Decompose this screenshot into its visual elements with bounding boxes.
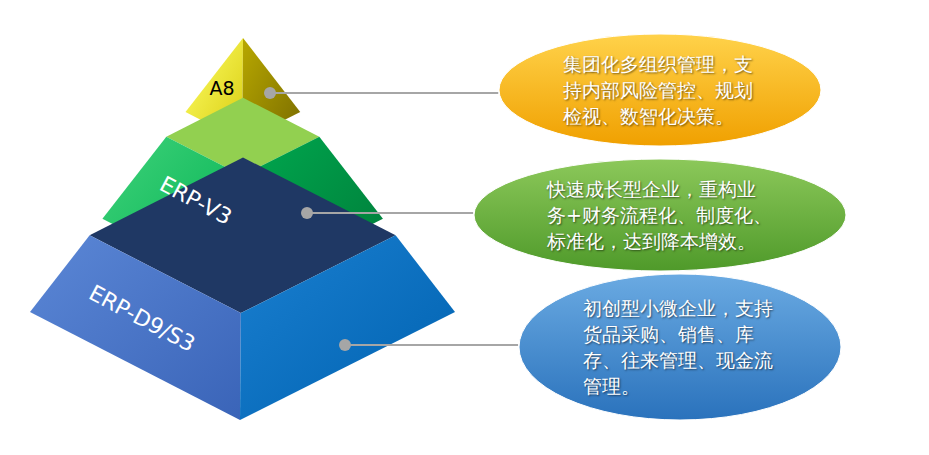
description-ellipse: 集团化多组织管理，支持内部风险管控、规划检视、数智化决策。: [498, 33, 822, 147]
tier-shape: [185, 38, 301, 142]
pyramid-tier: ERP-D9/S3: [30, 157, 455, 420]
ellipse-shape: [518, 273, 842, 421]
tier-left-face: [30, 235, 241, 420]
ellipse-outline: [474, 159, 846, 271]
leader-dot: [301, 207, 313, 219]
tier-label: A8: [209, 77, 234, 99]
pyramid-tier: A8: [185, 38, 301, 142]
leader-line: [307, 212, 473, 214]
tier-right-face: [240, 235, 455, 420]
tier-label: ERP-D9/S3: [85, 280, 199, 357]
ellipse-text: 初创型小微企业，支持货品采购、销售、库存、往来管理、现金流管理。: [583, 295, 777, 399]
leader-dot: [264, 87, 276, 99]
pyramid-tier: ERP-V3: [102, 97, 383, 291]
leader-line: [270, 92, 498, 94]
description-ellipse: 初创型小微企业，支持货品采购、销售、库存、往来管理、现金流管理。: [518, 273, 842, 421]
ellipse-outline: [519, 274, 841, 420]
leader-line: [345, 344, 518, 346]
description-ellipse: 快速成长型企业，重构业务+财务流程化、制度化、标准化，达到降本增效。: [473, 158, 847, 272]
ellipse-text: 集团化多组织管理，支持内部风险管控、规划检视、数智化决策。: [563, 51, 757, 129]
ellipse-text: 快速成长型企业，重构业务+财务流程化、制度化、标准化，达到降本增效。: [547, 176, 773, 254]
leader-dot: [339, 339, 351, 351]
tier-label: ERP-V3: [156, 171, 236, 230]
ellipse-outline: [499, 34, 821, 146]
tier-shape: [102, 97, 383, 291]
